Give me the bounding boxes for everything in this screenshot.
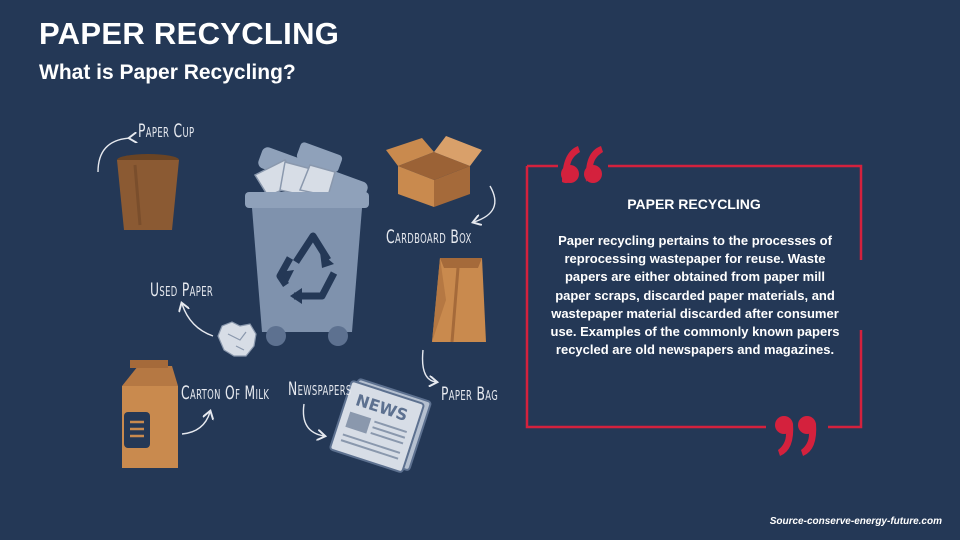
- arrow-icon: [182, 304, 214, 337]
- label-paper-cup: Paper Cup: [138, 120, 195, 142]
- label-cardboard-box: Cardboard Box: [386, 226, 472, 248]
- arrow-icon: [181, 412, 210, 435]
- quote-title: PAPER RECYCLING: [627, 196, 761, 212]
- recycle-bin-icon: [245, 142, 369, 346]
- label-used-paper: Used Paper: [150, 279, 214, 301]
- quote-frame: [525, 164, 863, 429]
- quote-open-icon: [561, 146, 603, 184]
- quote-close-icon: [775, 416, 817, 456]
- paper-cup-icon: [117, 154, 179, 230]
- paper-bag-icon: [432, 258, 486, 343]
- label-newspapers: Newspapers: [288, 378, 352, 400]
- page-title: PAPER RECYCLING: [39, 16, 340, 51]
- label-paper-bag: Paper Bag: [441, 383, 499, 405]
- label-carton-of-milk: Carton Of Milk: [181, 382, 270, 404]
- arrow-icon: [97, 138, 130, 173]
- source-credit: Source-conserve-energy-future.com: [769, 516, 942, 527]
- crumpled-paper-icon: [217, 321, 257, 357]
- milk-carton-icon: [122, 360, 178, 468]
- arrow-icon: [302, 403, 324, 436]
- quote-body: Paper recycling pertains to the processe…: [550, 233, 840, 358]
- cardboard-box-icon: [386, 136, 482, 207]
- arrow-icon: [474, 185, 496, 222]
- newspaper-icon: NEWS: [329, 378, 432, 473]
- arrow-icon: [421, 349, 436, 382]
- page-subtitle: What is Paper Recycling?: [39, 61, 296, 84]
